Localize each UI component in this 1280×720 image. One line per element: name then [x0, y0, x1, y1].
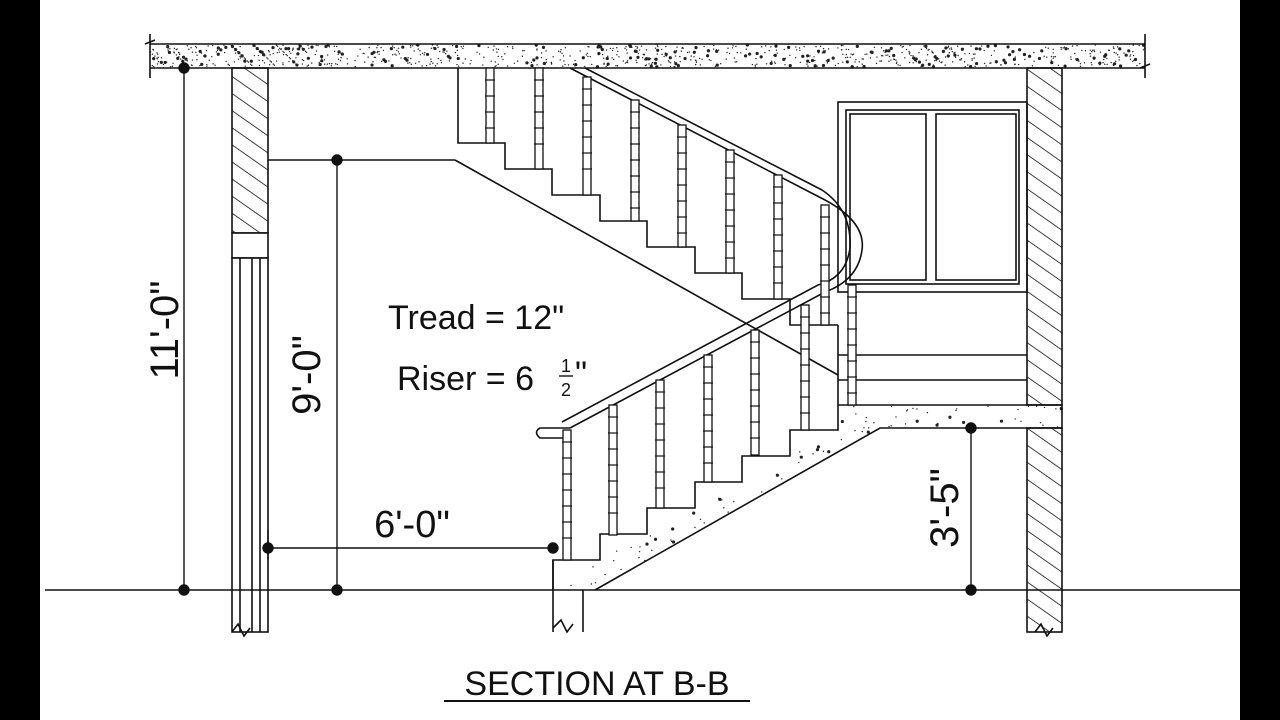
left-wall — [231, 67, 269, 638]
dim-landing-width: 6'-0" — [374, 504, 450, 546]
dim-flight-height: 9'-0" — [285, 335, 329, 415]
baluster — [562, 429, 572, 561]
riser-inch-mark: " — [575, 355, 587, 393]
baluster — [677, 124, 687, 248]
baluster — [820, 204, 830, 326]
baluster — [655, 379, 665, 509]
window — [837, 101, 1028, 381]
roof-slab — [144, 34, 1151, 78]
upper-flight — [268, 68, 839, 405]
baluster — [703, 354, 713, 483]
baluster — [750, 329, 760, 456]
riser-note: Riser = 6 — [397, 360, 534, 398]
riser-fraction-numerator: 1 — [561, 356, 571, 376]
baluster — [800, 304, 810, 431]
baluster — [608, 404, 618, 536]
dim-landing-level: 3'-5" — [923, 468, 967, 548]
baluster — [725, 149, 735, 274]
riser-fraction-denominator: 2 — [561, 380, 571, 400]
tread-note: Tread = 12" — [388, 299, 564, 337]
baluster — [485, 67, 495, 144]
baluster — [773, 174, 783, 300]
section-title: SECTION AT B-B — [464, 665, 729, 703]
baluster — [534, 67, 544, 170]
balusters — [485, 67, 857, 561]
dimension-lines — [178, 62, 977, 596]
baluster — [847, 284, 857, 406]
baluster — [582, 76, 592, 196]
right-wall — [1026, 67, 1063, 638]
concrete-stipple — [149, 43, 1146, 587]
baluster — [630, 99, 640, 222]
landing-and-lower-flight — [552, 404, 1063, 634]
dim-total-height: 11'-0" — [143, 281, 187, 380]
